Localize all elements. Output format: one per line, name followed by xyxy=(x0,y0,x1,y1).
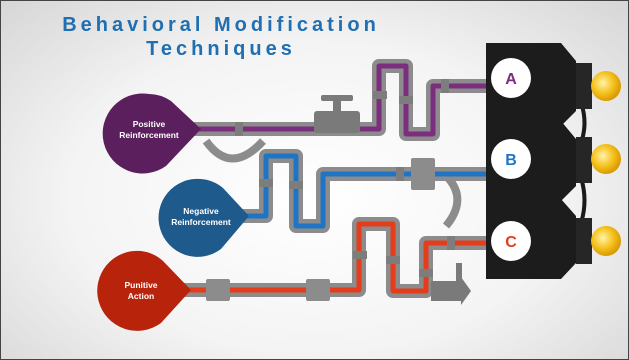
title-line-1: Behavioral Modification xyxy=(62,14,380,36)
speech-bubble-icon xyxy=(102,93,201,174)
box-c: C xyxy=(486,199,621,279)
source-2-line-1: Negative xyxy=(183,206,219,216)
box-a-letter: A xyxy=(505,71,517,88)
light-bulb-icon xyxy=(591,71,621,101)
speech-bubble-icon xyxy=(158,178,249,257)
source-3-line-2: Action xyxy=(128,291,154,301)
pipe-joints xyxy=(206,79,455,301)
box-c-letter: C xyxy=(505,234,517,251)
speech-bubble-icon xyxy=(97,250,191,331)
title-line-2: Techniques xyxy=(146,38,296,60)
source-3-line-1: Punitive xyxy=(124,280,157,290)
box-a: A xyxy=(486,43,621,126)
source-1-line-2: Reinforcement xyxy=(119,130,179,140)
box-b-letter: B xyxy=(505,152,517,169)
source-1-line-1: Positive xyxy=(133,119,166,129)
valve-icon xyxy=(314,95,360,133)
source-punitive-action: Punitive Action xyxy=(97,250,191,331)
page-title: Behavioral Modification Techniques xyxy=(1,13,441,61)
light-bulb-icon xyxy=(591,144,621,174)
end-valve-icon xyxy=(431,263,471,305)
source-negative-reinforcement: Negative Reinforcement xyxy=(158,178,249,257)
source-2-line-2: Reinforcement xyxy=(171,217,231,227)
light-bulb-icon xyxy=(591,226,621,256)
pipe-b xyxy=(239,149,489,233)
box-b: B xyxy=(486,121,621,201)
output-boxes: A B C xyxy=(486,43,621,279)
source-positive-reinforcement: Positive Reinforcement xyxy=(102,93,201,174)
